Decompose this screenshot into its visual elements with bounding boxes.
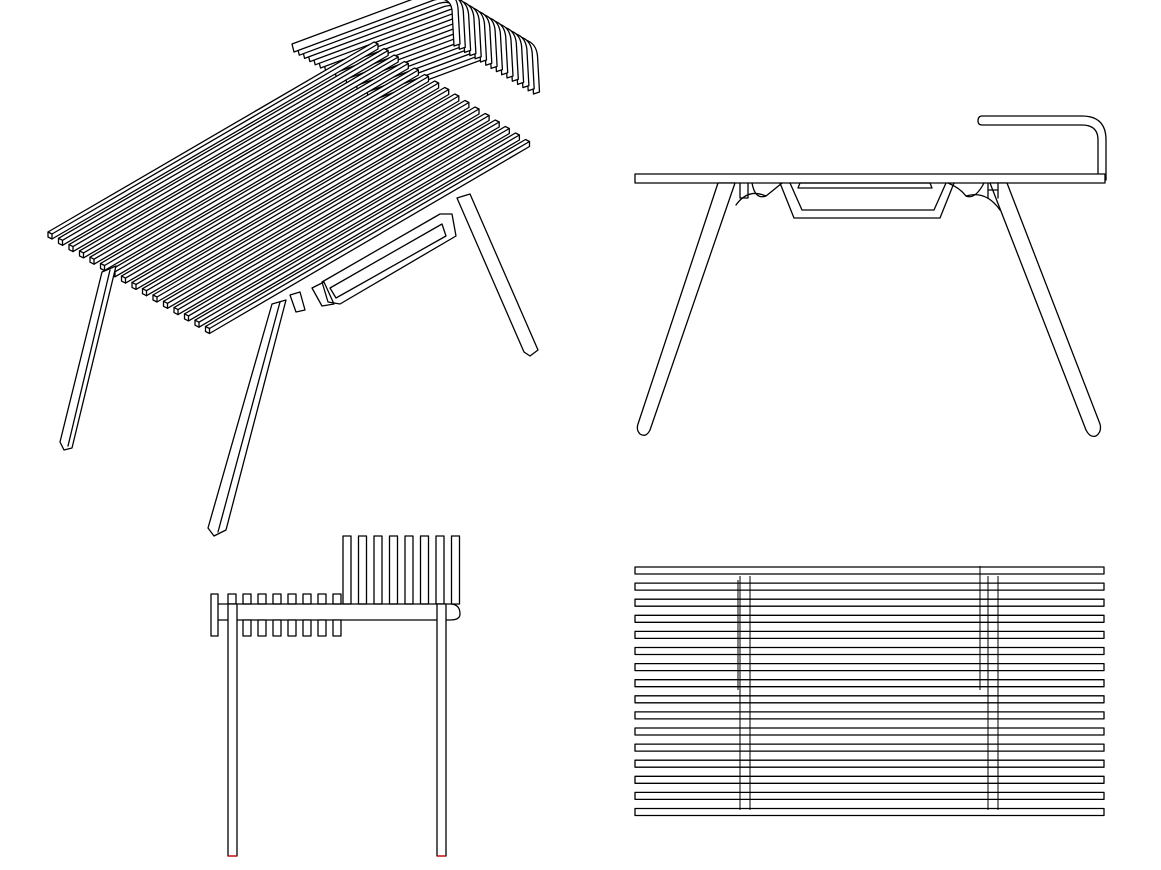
iso-drawer-frame [311,213,457,307]
side-right-leg [436,603,447,857]
side-shelf-slat [388,535,399,605]
side-shelf-slat [435,535,445,605]
side-front-lip [210,593,219,637]
side-top-slat [317,593,327,605]
side-top-slat [332,593,342,605]
iso-front-legs [59,265,287,537]
iso-shelf-slat [296,0,466,56]
plan-slat [634,679,1105,688]
side-elevation [210,535,461,857]
plan-slats [634,566,1105,817]
plan-slat [634,791,1105,801]
side-top-slat [227,593,237,605]
front-tabletop [634,173,1106,184]
plan-slat [634,614,1105,623]
side-lower-slat [257,619,267,637]
side-shelf-slat [373,535,383,605]
plan-view [634,566,1105,817]
side-lower-slat [317,619,327,637]
side-shelf-slat [450,535,461,605]
side-shelf-slat [419,535,430,605]
plan-slat [634,743,1105,752]
plan-slat [634,598,1105,607]
plan-slat [634,727,1105,736]
plan-slat [634,582,1105,591]
side-left-leg [227,603,238,857]
side-top-slat [272,593,282,605]
plan-slat [634,759,1105,768]
iso-shelf-slat [291,0,461,53]
front-right-bracket [947,182,999,199]
plan-slat [634,662,1105,672]
side-tabletop [215,603,461,621]
front-elevation [634,115,1107,438]
iso-far-legs [289,193,539,357]
plan-rails [737,566,999,810]
iso-shelf-slat [301,0,472,60]
plan-slat [634,711,1105,720]
plan-slat [634,646,1105,656]
side-top-slat [242,593,252,605]
side-lower-slat [332,619,342,637]
iso-top-slats [47,41,531,335]
plan-slat [634,775,1105,784]
front-left-leg [636,182,736,436]
side-lower-slat [242,619,252,637]
side-shelf-slat [342,535,352,605]
side-lower-slat [302,619,312,637]
side-top-slat [287,593,297,605]
side-shelf-slat [404,535,414,605]
side-top-slats [227,593,342,605]
front-drawer [779,182,955,219]
plan-slat [634,807,1105,817]
isometric-view [47,0,541,537]
side-lower-slat [272,619,282,637]
front-shelf-hook [977,115,1107,181]
side-lower-slats [242,619,342,637]
side-top-slat [302,593,312,605]
plan-slat [634,695,1105,704]
side-shelf-slat [357,535,368,605]
side-shelf-slats [342,535,461,605]
front-right-leg [989,182,1102,438]
plan-slat [634,566,1105,575]
plan-slat [634,630,1105,640]
side-lower-slat [287,619,297,637]
side-top-slat [257,593,267,605]
